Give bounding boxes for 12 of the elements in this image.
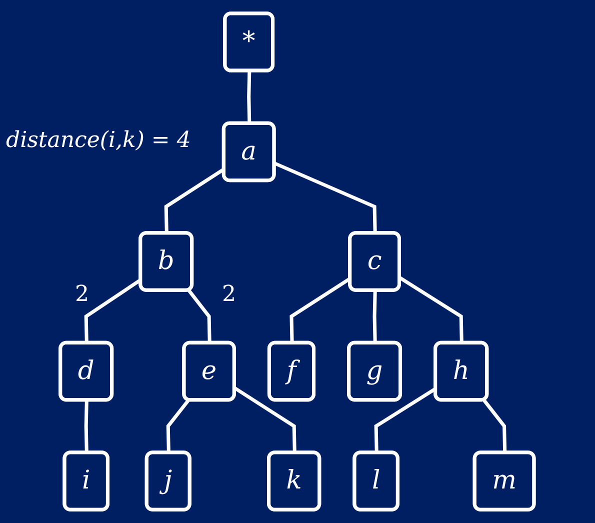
connector: [234, 386, 297, 454]
connector: [166, 399, 190, 454]
connector: [373, 290, 378, 344]
distance-value: 2: [75, 282, 89, 307]
distance-value: 2: [222, 282, 236, 307]
connector: [247, 71, 252, 124]
connector: [84, 400, 89, 454]
connector: [188, 289, 212, 344]
connector: [399, 276, 464, 344]
connector: [274, 162, 378, 234]
connector: [482, 398, 507, 454]
distance-formula: distance(i,k) = 4: [6, 128, 191, 153]
